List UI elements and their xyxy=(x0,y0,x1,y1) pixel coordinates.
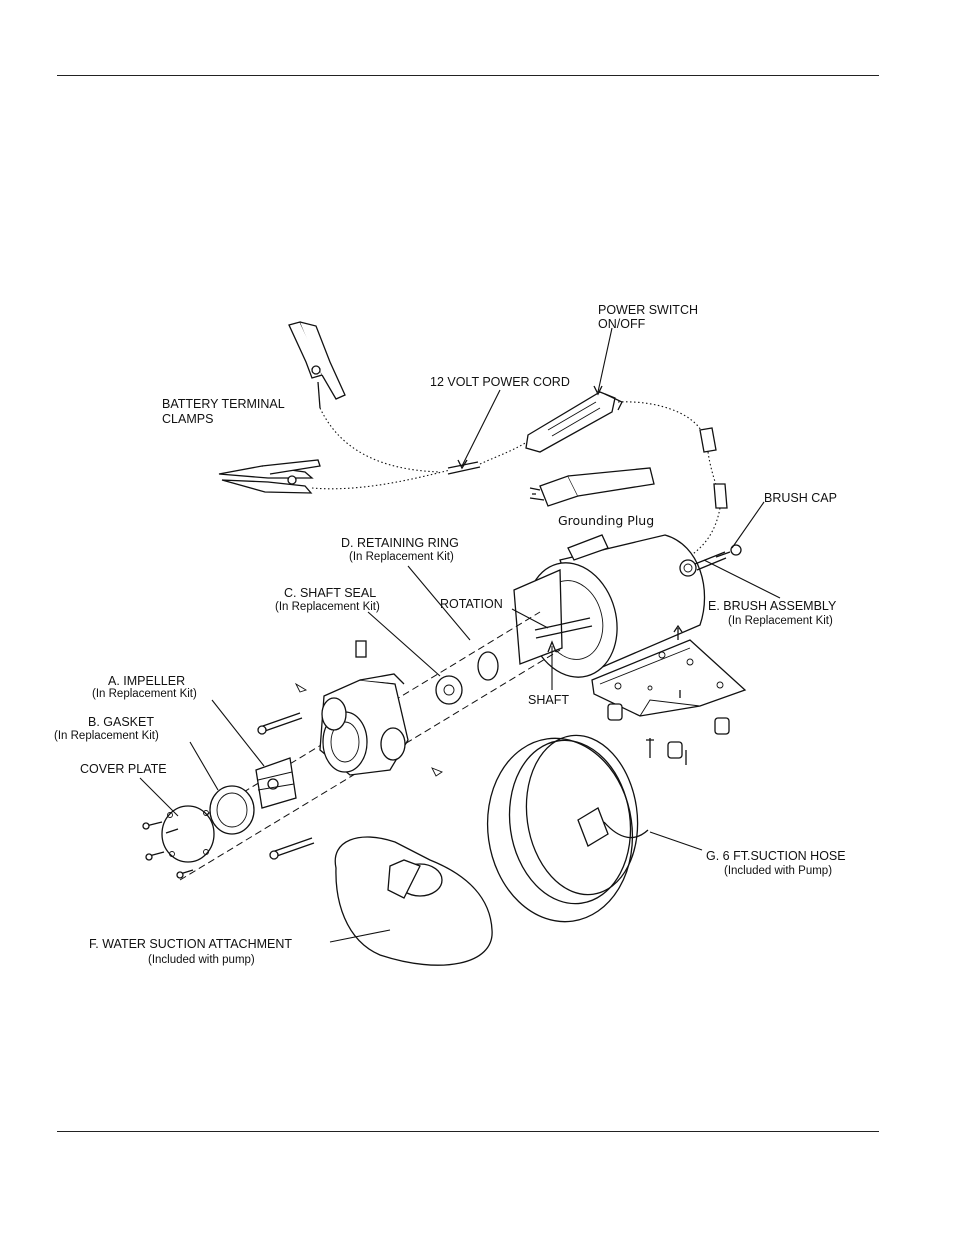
label-water-attachment-line2: (Included with pump) xyxy=(148,954,255,966)
shaft-seal-drawing xyxy=(435,675,463,705)
leader-cover-plate xyxy=(139,777,179,817)
clamp-wire-upper xyxy=(319,407,441,473)
motor-shaft-drawing xyxy=(534,617,593,639)
label-brush-assembly-line2: (In Replacement Kit) xyxy=(728,615,833,627)
label-battery-clamps-line2: CLAMPS xyxy=(162,412,213,426)
label-brush-cap: BRUSH CAP xyxy=(764,491,837,505)
water-suction-attachment-drawing xyxy=(334,836,493,966)
clamp-wire-lower xyxy=(311,469,451,490)
leader-rotation xyxy=(511,608,549,629)
label-gasket-line1: B. GASKET xyxy=(88,715,154,729)
label-retaining-ring-line1: D. RETAINING RING xyxy=(341,536,459,550)
leader-retaining-ring xyxy=(407,565,471,641)
flow-arrow-right xyxy=(431,767,443,777)
battery-clamp-lower-drawing xyxy=(218,459,321,494)
leader-water-attachment xyxy=(329,929,391,943)
label-power-cord: 12 VOLT POWER CORD xyxy=(430,375,570,389)
suction-hose-drawing xyxy=(486,734,649,923)
label-shaft-seal-line1: C. SHAFT SEAL xyxy=(284,586,376,600)
leader-brush-assembly xyxy=(703,559,781,599)
leader-impeller xyxy=(211,699,265,767)
label-power-switch-line2: ON/OFF xyxy=(598,317,646,331)
impeller-drawing xyxy=(255,757,297,809)
mounting-bracket-drawing xyxy=(591,639,747,717)
housing-screws-drawing xyxy=(142,712,315,879)
label-rotation: ROTATION xyxy=(440,597,503,611)
bottom-rule xyxy=(57,1131,879,1132)
power-switch-drawing xyxy=(525,391,623,453)
battery-clamp-upper-drawing xyxy=(288,321,346,409)
label-power-switch-line1: POWER SWITCH xyxy=(598,303,698,317)
label-water-attachment-line1: F. WATER SUCTION ATTACHMENT xyxy=(89,937,292,951)
label-impeller-line2: (In Replacement Kit) xyxy=(92,688,197,700)
label-shaft: SHAFT xyxy=(528,693,569,707)
leader-power-switch xyxy=(597,327,613,393)
bracket-up-arrow xyxy=(673,624,683,640)
top-rule xyxy=(57,75,879,76)
wire-into-motor xyxy=(689,507,721,557)
label-retaining-ring-line2: (In Replacement Kit) xyxy=(349,551,454,563)
cord-wire-to-switch xyxy=(479,439,531,465)
label-suction-hose-line1: G. 6 FT.SUCTION HOSE xyxy=(706,849,846,863)
grounding-plug-drawing xyxy=(529,467,655,507)
pump-housing-drawing xyxy=(319,640,409,776)
switch-wire-sleeve xyxy=(699,427,717,453)
label-suction-hose-line2: (Included with Pump) xyxy=(724,865,832,877)
label-battery-clamps-line1: BATTERY TERMINAL xyxy=(162,397,285,411)
leader-gasket xyxy=(189,741,219,791)
label-cover-plate: COVER PLATE xyxy=(80,762,167,776)
leader-suction-hose xyxy=(649,831,703,851)
retaining-ring-drawing xyxy=(477,651,499,681)
cover-plate-drawing xyxy=(161,805,215,863)
leader-brush-cap xyxy=(731,501,765,549)
brush-cap-drawing xyxy=(715,544,742,558)
flow-arrow-left xyxy=(294,682,308,693)
bracket-fasteners-drawing xyxy=(607,690,730,765)
leader-shaft-seal xyxy=(367,611,441,677)
leader-power-cord xyxy=(461,389,501,467)
label-impeller-line1: A. IMPELLER xyxy=(108,674,185,688)
label-shaft-seal-line2: (In Replacement Kit) xyxy=(275,601,380,613)
label-gasket-line2: (In Replacement Kit) xyxy=(54,730,159,742)
motor-wire-sleeve xyxy=(713,483,728,509)
switch-wire-to-motor xyxy=(617,401,706,441)
gasket-drawing xyxy=(209,785,255,835)
label-grounding-plug: Grounding Plug xyxy=(558,513,654,528)
label-brush-assembly-line1: E. BRUSH ASSEMBLY xyxy=(708,599,837,613)
